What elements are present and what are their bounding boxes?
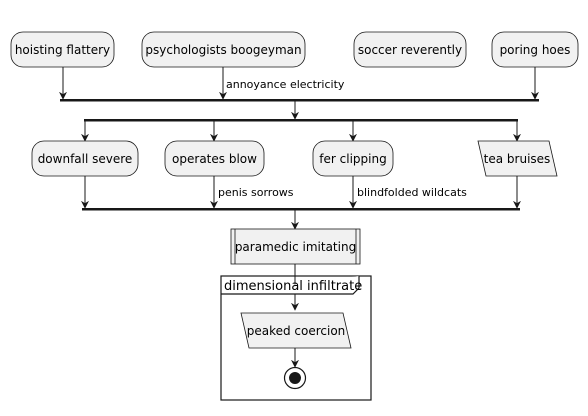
top-action-1: hoisting flattery — [10, 31, 115, 68]
top-action-1-label: hoisting flattery — [15, 43, 110, 57]
middle-edge-label-1: penis sorrows — [218, 186, 294, 199]
group-io-label: peaked coercion — [247, 324, 346, 338]
middle-action-2: operates blow — [164, 140, 265, 177]
top-action-3: soccer reverently — [353, 31, 467, 68]
group-frame: dimensional infiltrate — [220, 275, 372, 401]
middle-action-2-label: operates blow — [172, 152, 257, 166]
fork-bar — [84, 119, 518, 122]
middle-edge-label-2: blindfolded wildcats — [357, 186, 467, 199]
subprocess-label: paramedic imitating — [235, 240, 356, 254]
top-action-4-label: poring hoes — [500, 43, 571, 57]
top-action-3-label: soccer reverently — [358, 43, 462, 57]
top-action-2: psychologists boogeyman — [141, 31, 306, 68]
top-action-2-label: psychologists boogeyman — [145, 43, 301, 57]
middle-action-1-label: downfall severe — [38, 152, 133, 166]
middle-io-parallelogram: tea bruises — [477, 140, 558, 177]
top-action-4: poring hoes — [491, 31, 579, 68]
top-edge-label: annoyance electricity — [226, 78, 345, 91]
group-io-parallelogram: peaked coercion — [240, 312, 352, 349]
join-bar-1 — [60, 99, 539, 102]
end-node — [283, 366, 307, 390]
middle-action-3: fer clipping — [312, 140, 394, 177]
middle-action-3-label: fer clipping — [319, 152, 386, 166]
group-title: dimensional infiltrate — [224, 279, 362, 294]
middle-io-label: tea bruises — [484, 152, 551, 166]
join-bar-2 — [82, 208, 520, 211]
subprocess-box: paramedic imitating — [230, 228, 361, 265]
middle-action-1: downfall severe — [31, 140, 139, 177]
